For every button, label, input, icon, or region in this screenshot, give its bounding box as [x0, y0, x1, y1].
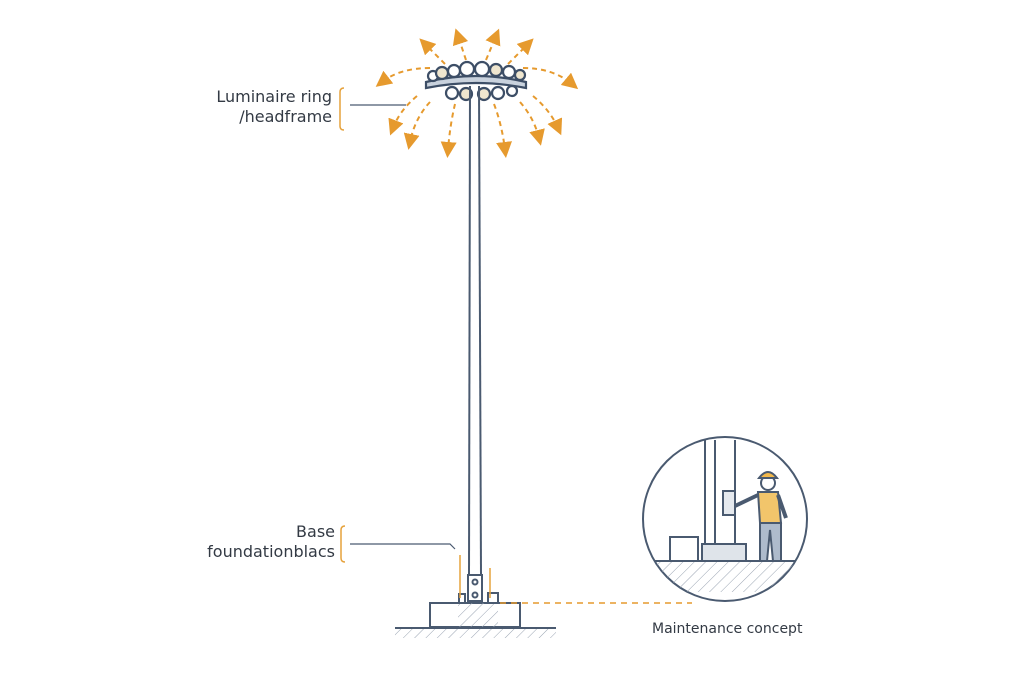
light-arrow	[507, 38, 534, 65]
anchor-bolts	[459, 555, 491, 598]
worker-figure	[734, 471, 788, 562]
luminaire-leader	[339, 87, 406, 131]
control-panel	[722, 490, 736, 516]
light-arrow	[532, 95, 563, 136]
luminaire-lamp	[490, 85, 506, 101]
base-foundation	[395, 592, 556, 638]
luminaire-lamp	[473, 60, 491, 78]
luminaire-label-line1: Luminaire ring	[216, 87, 332, 106]
base-label-line1: Base	[296, 522, 335, 541]
luminaire-lamp	[513, 68, 527, 82]
luminaire-headframe	[424, 60, 528, 102]
light-arrow	[440, 103, 457, 158]
base-leader	[340, 525, 456, 563]
luminaire-lamp	[505, 84, 519, 98]
light-arrow	[522, 67, 579, 90]
light-arrow	[419, 38, 446, 65]
luminaire-label-line2: /headframe	[239, 107, 332, 126]
luminaire-lamp	[458, 60, 476, 78]
luminaire-lamp	[501, 64, 517, 80]
light-arrow	[519, 101, 545, 146]
light-beam-arrows	[375, 28, 579, 158]
light-arrow	[452, 28, 469, 61]
luminaire-lamp	[434, 65, 450, 81]
luminaire-lamp	[444, 85, 460, 101]
light-arrow	[388, 95, 418, 136]
luminaire-lamp	[488, 62, 504, 78]
light-arrow	[493, 103, 512, 158]
light-arrow	[403, 101, 431, 150]
maintenance-caption: Maintenance concept	[652, 621, 803, 637]
base-label-line2: foundationblacs	[207, 542, 335, 561]
luminaire-label: Luminaire ring /headframe	[190, 87, 332, 127]
light-arrow	[485, 28, 501, 61]
light-arrow	[375, 67, 431, 87]
luminaire-lamp	[446, 63, 462, 79]
mast-pole	[467, 85, 483, 602]
base-label: Base foundationblacs	[190, 522, 335, 562]
luminaire-lamp	[476, 86, 492, 102]
maintenance-inset	[642, 436, 808, 602]
